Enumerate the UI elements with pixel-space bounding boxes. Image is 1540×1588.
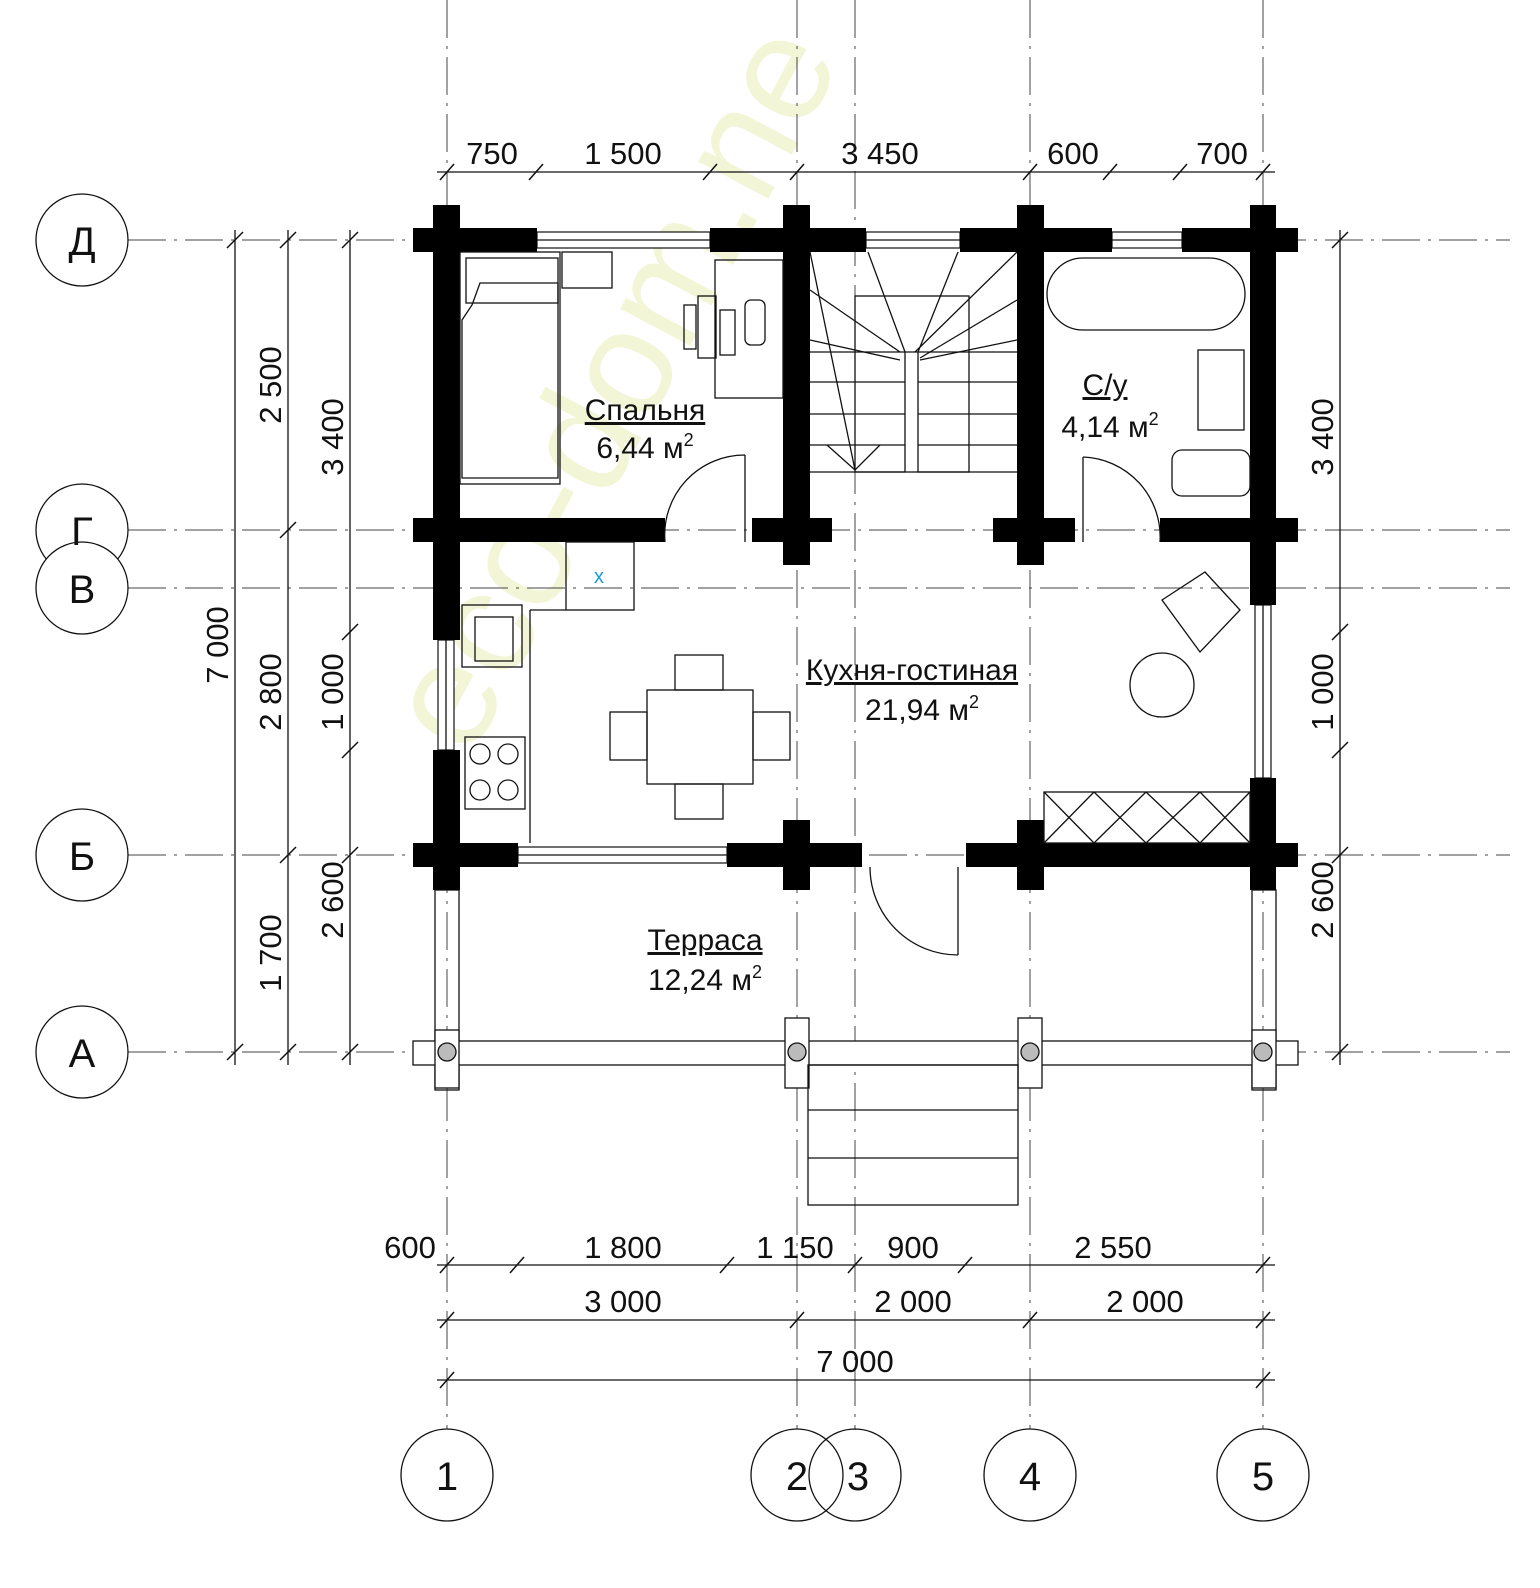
dimension-label: 2 550 <box>1074 1230 1152 1265</box>
dimension-label: 1 000 <box>315 653 350 731</box>
dimension-label: 2 800 <box>253 653 288 731</box>
dimension-lines <box>226 163 1349 1389</box>
dimension-label: 1 500 <box>584 136 662 171</box>
dimension-label: 600 <box>384 1230 436 1265</box>
column-icons <box>437 1042 1273 1062</box>
axis-label-col: 2 <box>786 1455 808 1499</box>
dimension-label: 2 000 <box>1106 1284 1184 1319</box>
dimension-label: 7 000 <box>200 606 235 684</box>
axis-label-row: А <box>69 1032 96 1076</box>
axis-markers <box>35 193 1310 1522</box>
dimension-label: 600 <box>1047 136 1099 171</box>
dimension-label: 2 500 <box>253 346 288 424</box>
dimension-label: 750 <box>466 136 518 171</box>
dimension-label: 3 450 <box>841 136 919 171</box>
dimension-label: 7 000 <box>816 1344 894 1379</box>
axis-label-col: 3 <box>847 1455 869 1499</box>
terrace-structure <box>412 889 1299 1091</box>
room-area-bathroom: 4,14 м2 <box>1061 409 1158 444</box>
dimension-label: 3 000 <box>584 1284 662 1319</box>
axis-label-row: Б <box>69 835 95 879</box>
room-name-kitchen-living: Кухня-гостиная <box>806 654 1018 687</box>
furniture <box>459 251 1251 844</box>
dimension-label: 1 800 <box>584 1230 662 1265</box>
dimension-label: 900 <box>887 1230 939 1265</box>
dimension-label: 3 400 <box>315 398 350 476</box>
room-area-kitchen-living: 21,94 м2 <box>865 692 979 727</box>
doors <box>664 454 1161 956</box>
room-area-terrace: 12,24 м2 <box>648 962 762 997</box>
axis-label-row: Д <box>68 220 95 264</box>
dimension-label: 3 400 <box>1305 398 1340 476</box>
dimension-label: 2 600 <box>315 861 350 939</box>
ventilation-mark: x <box>594 566 604 588</box>
room-name-bathroom: С/у <box>1083 369 1128 402</box>
axis-label-row: Г <box>71 510 93 554</box>
walls <box>413 205 1298 890</box>
dimension-label: 700 <box>1196 136 1248 171</box>
axis-label-col: 4 <box>1019 1455 1041 1499</box>
axis-label-col: 1 <box>436 1455 458 1499</box>
dimension-label: 1 000 <box>1305 653 1340 731</box>
entrance-steps <box>807 1064 1019 1206</box>
dimension-label: 2 000 <box>874 1284 952 1319</box>
room-name-terrace: Терраса <box>647 924 762 957</box>
dimension-label: 1 150 <box>756 1230 834 1265</box>
room-area-bedroom: 6,44 м2 <box>596 430 693 465</box>
dimension-label: 2 600 <box>1305 861 1340 939</box>
dimension-label: 1 700 <box>253 914 288 992</box>
windows <box>437 231 1272 864</box>
axis-label-row: В <box>69 568 96 612</box>
room-name-bedroom: Спальня <box>585 394 706 427</box>
axis-label-col: 5 <box>1252 1455 1274 1499</box>
